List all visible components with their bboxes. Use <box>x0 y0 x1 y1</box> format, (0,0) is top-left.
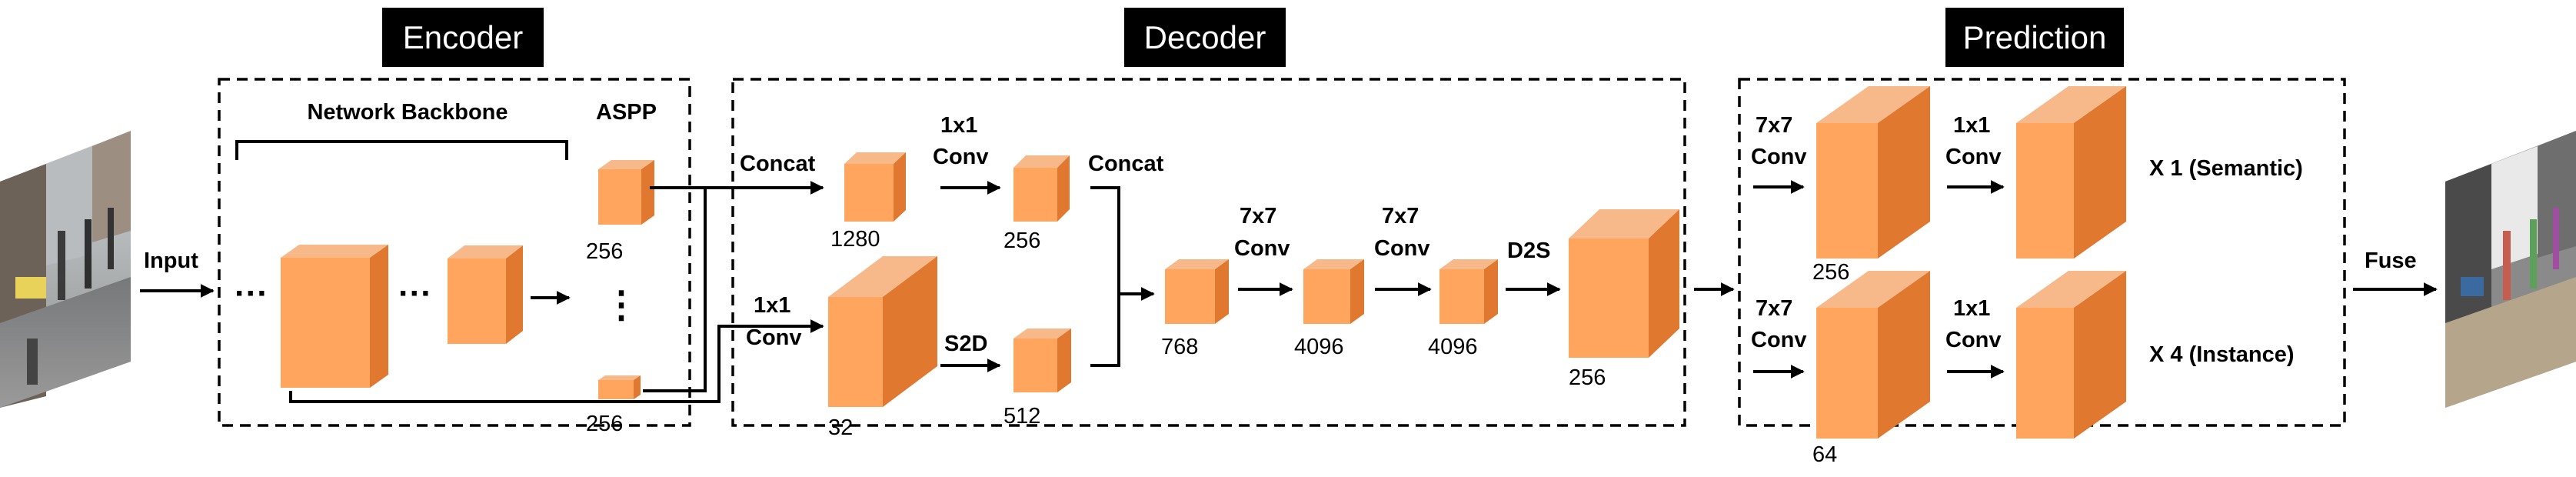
instance-branch-channels: 64 <box>1812 442 1837 467</box>
aspp-top-channels: 256 <box>586 239 623 264</box>
skip-connection <box>289 319 824 403</box>
aspp-label: ASPP <box>596 100 657 125</box>
conv1x1-feature <box>1013 155 1070 222</box>
input-label: Input <box>144 249 198 273</box>
fuse-label: Fuse <box>2365 249 2417 273</box>
ellipsis-left: ··· <box>235 275 268 312</box>
low-level-channels: 32 <box>828 415 853 440</box>
conv7x7-a-bot: Conv <box>1234 236 1290 261</box>
prediction-header: Prediction <box>1963 19 2107 55</box>
s2d-label: S2D <box>944 332 987 356</box>
input-image <box>0 131 131 408</box>
pred-conv1-1-bot: Conv <box>1945 145 2002 169</box>
pred-conv1-2-top: 1x1 <box>1953 296 1990 321</box>
conv7x7-a-top: 7x7 <box>1240 204 1276 228</box>
s2d-feature <box>1013 329 1071 392</box>
concat-label-2: Concat <box>1088 152 1164 176</box>
aspp-bottom-channels: 256 <box>586 412 623 436</box>
d2s-feature <box>1569 209 1679 358</box>
output-image <box>2445 131 2576 408</box>
backbone-feature-large <box>281 245 388 388</box>
instance-conv1-feature <box>2016 271 2126 439</box>
aspp-feature-top <box>598 160 654 225</box>
instance-conv7-feature <box>1816 271 1930 439</box>
conv1x1-channels: 256 <box>1003 228 1040 253</box>
semantic-label: X 1 (Semantic) <box>2149 156 2303 181</box>
encoder-header: Encoder <box>403 19 523 55</box>
conv7x7-feature-b <box>1439 259 1498 324</box>
semantic-conv1-feature <box>2016 86 2126 259</box>
concat-label-1: Concat <box>740 152 816 176</box>
pred-conv7-2-bot: Conv <box>1751 328 1807 352</box>
conv7x7-b-channels: 4096 <box>1428 335 1478 359</box>
pred-conv7-2-top: 7x7 <box>1756 296 1792 321</box>
conv1x1-b-top: 1x1 <box>754 293 790 318</box>
backbone-feature-small <box>448 245 523 344</box>
decoder-box <box>731 78 1686 427</box>
conv7x7-feature-a <box>1303 259 1364 324</box>
conv1x1-a-top: 1x1 <box>940 113 977 138</box>
encoder-header-bg <box>382 8 544 67</box>
conv1x1-a-bot: Conv <box>933 145 989 169</box>
concat-feature <box>844 152 906 222</box>
prediction-header-bg <box>1945 8 2124 67</box>
pred-conv7-1-top: 7x7 <box>1756 113 1792 138</box>
instance-label: X 4 (Instance) <box>2149 342 2295 367</box>
conv1x1-b-bot: Conv <box>746 325 802 350</box>
encoder-box <box>218 78 691 427</box>
merged-channels: 768 <box>1161 335 1198 359</box>
d2s-label: D2S <box>1507 239 1550 263</box>
pred-conv7-1-bot: Conv <box>1751 145 1807 169</box>
s2d-channels: 512 <box>1003 404 1040 429</box>
conv7x7-b-bot: Conv <box>1374 236 1430 261</box>
decoder-header: Decoder <box>1144 19 1266 55</box>
concat-channels: 1280 <box>830 227 880 252</box>
pred-conv1-2-bot: Conv <box>1945 328 2002 352</box>
decoder-header-bg <box>1124 8 1286 67</box>
aspp-feature-bottom <box>598 375 641 399</box>
prediction-box <box>1738 78 2346 427</box>
conv7x7-b-top: 7x7 <box>1382 204 1419 228</box>
network-backbone-label: Network Backbone <box>307 100 508 125</box>
vertical-ellipsis: ⋮ <box>603 285 640 325</box>
pred-conv1-1-top: 1x1 <box>1953 113 1990 138</box>
low-level-feature <box>828 256 937 407</box>
d2s-channels: 256 <box>1569 365 1606 390</box>
backbone-bracket <box>235 140 568 160</box>
aspp-bottom-connector <box>643 188 707 392</box>
conv7x7-a-channels: 4096 <box>1294 335 1344 359</box>
ellipsis-mid: ··· <box>398 275 432 312</box>
merge-bracket <box>1090 186 1120 367</box>
merged-feature <box>1165 259 1229 324</box>
semantic-conv7-feature <box>1816 86 1930 259</box>
semantic-branch-channels: 256 <box>1812 260 1849 285</box>
